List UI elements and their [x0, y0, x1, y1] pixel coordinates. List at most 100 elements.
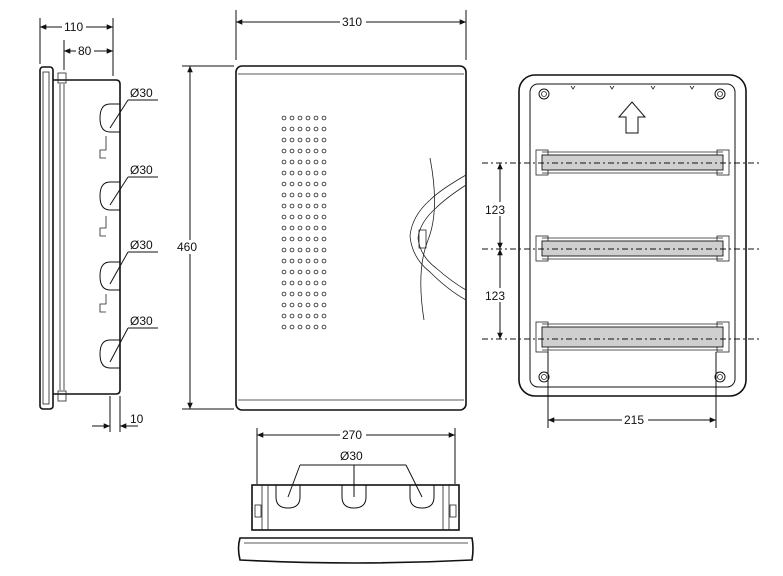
- vent-hole: [321, 181, 327, 187]
- dim-lip: 10: [130, 412, 144, 426]
- vent-hole: [297, 291, 303, 297]
- vent-hole: [305, 203, 311, 209]
- rear-box-inner: [529, 83, 736, 388]
- vent-hole: [289, 258, 295, 264]
- vent-hole: [281, 203, 287, 209]
- vent-hole: [305, 192, 311, 198]
- vent-hole: [313, 115, 319, 121]
- vent-hole: [321, 236, 327, 242]
- vent-hole: [321, 170, 327, 176]
- dim-side-inner-depth: 80: [78, 44, 92, 58]
- vent-hole: [313, 159, 319, 165]
- din-rail-3: [535, 321, 730, 353]
- side-knockout-label-2: Ø30: [130, 163, 153, 177]
- vent-hole: [321, 302, 327, 308]
- side-view: Ø30 Ø30 Ø30 Ø30 110 80 10: [39, 18, 158, 432]
- vent-hole: [321, 137, 327, 143]
- vent-hole: [289, 236, 295, 242]
- vent-hole: [289, 148, 295, 154]
- vent-hole: [297, 258, 303, 264]
- vent-hole: [313, 313, 319, 319]
- vent-hole: [321, 324, 327, 330]
- vent-hole: [313, 225, 319, 231]
- vent-hole: [297, 170, 303, 176]
- bottom-knockout-label: Ø30: [340, 449, 363, 463]
- vent-hole: [321, 258, 327, 264]
- vent-hole: [289, 137, 295, 143]
- side-door-edge: [39, 66, 54, 410]
- vent-hole: [321, 115, 327, 121]
- vent-hole: [289, 170, 295, 176]
- front-door: [235, 65, 467, 411]
- vent-hole: [297, 247, 303, 253]
- vent-hole: [313, 170, 319, 176]
- vent-hole: [297, 192, 303, 198]
- vent-hole: [281, 236, 287, 242]
- vent-hole: [313, 126, 319, 132]
- vent-hole: [281, 258, 287, 264]
- dim-rear-rail-span: 215: [624, 413, 644, 427]
- vent-hole: [289, 126, 295, 132]
- vent-hole: [313, 280, 319, 286]
- vent-hole: [297, 302, 303, 308]
- vent-hole: [297, 181, 303, 187]
- vent-hole: [305, 137, 311, 143]
- vent-hole: [297, 313, 303, 319]
- vent-hole: [289, 324, 295, 330]
- bottom-knockout-2: [341, 485, 367, 509]
- vent-hole: [313, 269, 319, 275]
- vent-hole: [281, 159, 287, 165]
- vent-hole: [289, 313, 295, 319]
- vent-hole: [305, 269, 311, 275]
- vent-hole: [297, 137, 303, 143]
- vent-hole: [321, 280, 327, 286]
- dim-front-width: 310: [342, 15, 362, 29]
- vent-hole: [281, 313, 287, 319]
- vent-hole: [305, 324, 311, 330]
- side-knockout-3: [99, 261, 120, 291]
- vent-hole: [281, 126, 287, 132]
- vent-hole: [281, 115, 287, 121]
- vent-hole: [281, 324, 287, 330]
- vent-hole: [297, 148, 303, 154]
- bottom-knockout-3: [409, 485, 435, 509]
- side-knockout-2: [99, 181, 120, 211]
- vent-hole: [297, 126, 303, 132]
- vent-hole: [321, 291, 327, 297]
- side-knockout-1: [99, 103, 120, 133]
- vent-hole: [305, 247, 311, 253]
- vent-hole: [289, 291, 295, 297]
- vent-hole: [281, 280, 287, 286]
- vent-hole: [313, 137, 319, 143]
- vent-hole: [297, 280, 303, 286]
- dim-front-height: 460: [177, 240, 197, 254]
- vent-hole: [297, 269, 303, 275]
- dim-bottom-width: 270: [342, 428, 362, 442]
- vent-hole: [305, 280, 311, 286]
- vent-hole: [313, 192, 319, 198]
- vent-hole: [321, 247, 327, 253]
- vent-hole: [321, 192, 327, 198]
- dim-rail-pitch-1: 123: [485, 203, 505, 217]
- vent-hole: [313, 148, 319, 154]
- vent-hole: [313, 291, 319, 297]
- vent-hole: [281, 192, 287, 198]
- dim-rail-pitch-2: 123: [485, 289, 505, 303]
- vent-hole: [289, 225, 295, 231]
- vent-hole: [305, 291, 311, 297]
- front-view: 310 460: [176, 10, 467, 411]
- vent-hole: [281, 170, 287, 176]
- vent-hole: [297, 324, 303, 330]
- vent-hole: [321, 313, 327, 319]
- vent-hole: [321, 269, 327, 275]
- vent-hole: [321, 148, 327, 154]
- vent-hole: [321, 203, 327, 209]
- vent-hole: [289, 192, 295, 198]
- vent-hole: [305, 302, 311, 308]
- vent-hole: [305, 313, 311, 319]
- side-knockout-4: [99, 339, 120, 369]
- vent-hole: [297, 236, 303, 242]
- vent-hole: [297, 115, 303, 121]
- vent-hole: [313, 181, 319, 187]
